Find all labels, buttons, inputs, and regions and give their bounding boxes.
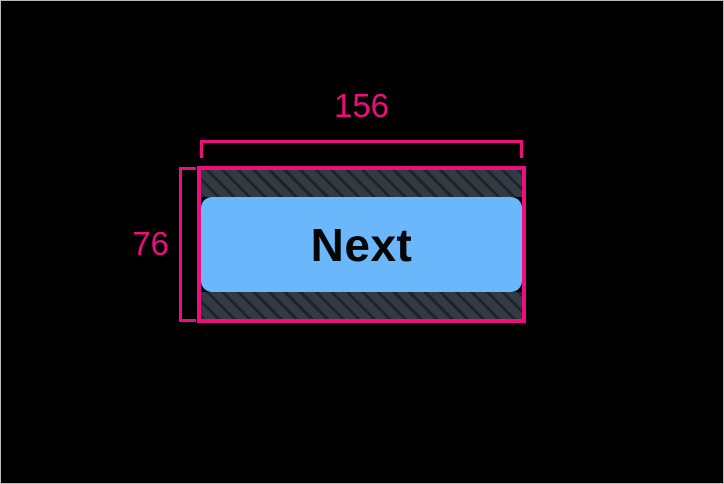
- spacing-band-bottom: [201, 292, 522, 319]
- measured-element-outline: Next: [197, 166, 526, 323]
- width-dimension-label: 156: [333, 87, 390, 124]
- next-button[interactable]: Next: [201, 197, 522, 292]
- height-dimension-bracket: [179, 167, 196, 322]
- width-dimension-bracket: [200, 140, 523, 158]
- height-dimension-label: 76: [132, 225, 169, 262]
- spacing-band-top: [201, 170, 522, 197]
- next-button-label: Next: [310, 218, 413, 271]
